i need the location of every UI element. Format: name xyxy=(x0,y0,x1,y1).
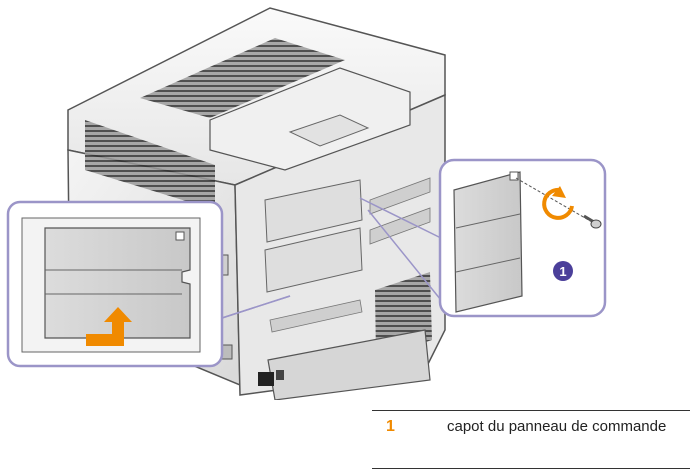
callout-badge-icon: 1 xyxy=(553,261,573,281)
rotate-counterclockwise-icon xyxy=(542,187,574,220)
callout-badge-number: 1 xyxy=(559,264,566,279)
screw-icon xyxy=(583,214,602,229)
legend-row: 1 capot du panneau de commande xyxy=(372,418,690,462)
legend-label: capot du panneau de commande xyxy=(447,418,667,435)
legend-bottom-rule xyxy=(372,468,690,469)
printer-illustration: 1 xyxy=(6,7,607,400)
legend-number: 1 xyxy=(386,418,395,435)
up-right-arrow-icon xyxy=(86,307,132,346)
left-callout-detail xyxy=(6,200,224,368)
right-callout-detail xyxy=(438,158,607,318)
legend-top-rule xyxy=(372,410,690,411)
